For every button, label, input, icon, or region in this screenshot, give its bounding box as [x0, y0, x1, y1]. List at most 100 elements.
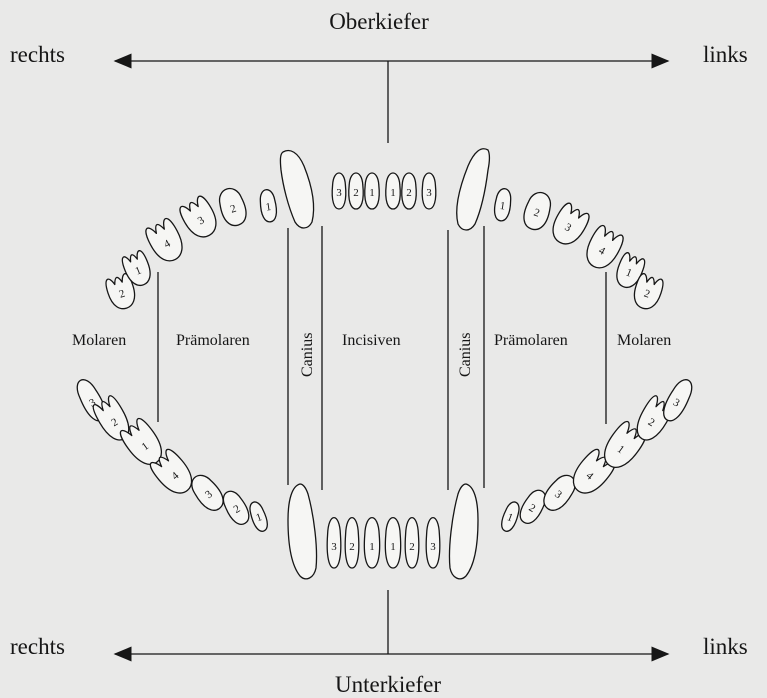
lower-incisor-6-outline — [425, 516, 441, 569]
premolars-label-left: Prämolaren — [176, 332, 250, 349]
upper-right-tooth-5-number: 1 — [624, 266, 634, 279]
upper-incisor-1: 3 — [331, 172, 347, 210]
lower-right-tooth-5-number: 1 — [615, 443, 627, 456]
upper-canine-left — [279, 149, 315, 229]
lower-left-tooth-3-number: 1 — [140, 440, 152, 453]
upper-incisor-1-number: 3 — [336, 187, 342, 199]
upper-incisor-2-number: 2 — [353, 187, 359, 199]
lower-left-tooth-1-number: 3 — [87, 396, 98, 409]
lower-right-tooth-1-outline — [501, 501, 520, 532]
upper-right-tooth-1-number: 1 — [499, 200, 506, 213]
lower-incisor-4: 1 — [384, 516, 402, 569]
lower-right-tooth-7: 3 — [663, 379, 693, 422]
lower-left-tooth-6-outline — [222, 490, 250, 525]
upper-incisor-6: 3 — [421, 172, 437, 210]
upper-left-tooth-1: 2 — [105, 273, 136, 310]
lower-canine-right — [448, 483, 479, 580]
left-side-label-top: links — [703, 42, 748, 67]
upper-left-tooth-2-number: 1 — [133, 264, 143, 277]
lower-left-tooth-6-number: 2 — [232, 503, 243, 516]
lower-incisor-1-outline — [326, 516, 342, 569]
upper-right-tooth-3-number: 3 — [562, 221, 573, 234]
upper-right-tooth-6-outline — [633, 273, 664, 310]
upper-right-tooth-1: 1 — [493, 188, 512, 222]
premolars-label-right: Prämolaren — [494, 332, 568, 349]
lower-right-tooth-2-outline — [519, 489, 547, 524]
upper-incisor-3: 1 — [364, 172, 380, 210]
upper-right-tooth-4-number: 4 — [597, 245, 608, 258]
upper-incisor-6-number: 3 — [426, 187, 432, 199]
upper-incisor-4-outline — [385, 172, 401, 210]
lower-incisor-2: 2 — [344, 516, 360, 569]
lower-left-tooth-6: 2 — [222, 490, 250, 525]
lower-left-tooth-7: 1 — [249, 501, 268, 532]
upper-incisor-4-number: 1 — [390, 187, 396, 199]
upper-incisor-3-outline — [364, 172, 380, 210]
upper-right-tooth-2: 2 — [523, 191, 552, 231]
molars-label-right: Molaren — [617, 332, 671, 349]
canine-label-left: Canius — [299, 333, 316, 377]
upper-left-tooth-6-outline — [259, 189, 278, 223]
upper-right-tooth-1-outline — [493, 188, 512, 222]
lower-left-tooth-7-outline — [249, 501, 268, 532]
lower-right-tooth-1: 1 — [501, 501, 520, 532]
lower-right-tooth-7-number: 3 — [671, 396, 682, 409]
upper-incisor-2: 2 — [348, 172, 364, 210]
upper-left-tooth-3-number: 4 — [162, 237, 173, 250]
upper-canine-right — [456, 148, 491, 231]
upper-left-tooth-2: 1 — [121, 250, 151, 286]
lower-left-tooth-4: 4 — [149, 448, 193, 494]
right-side-label-top: rechts — [10, 42, 65, 67]
upper-left-tooth-3-outline — [145, 217, 183, 262]
lower-canine-left — [287, 483, 318, 580]
top-title: Oberkiefer — [329, 9, 429, 34]
lower-left-tooth-5-outline — [191, 474, 224, 511]
lower-right-tooth-1-number: 1 — [505, 511, 514, 524]
upper-left-tooth-6-number: 1 — [265, 201, 272, 214]
lower-left-tooth-7-number: 1 — [254, 511, 263, 524]
upper-right-tooth-5-outline — [616, 252, 646, 288]
upper-right-tooth-3: 3 — [552, 202, 590, 245]
upper-left-tooth-1-outline — [105, 273, 136, 310]
right-side-label-bottom: rechts — [10, 634, 65, 659]
upper-left-tooth-5-number: 2 — [229, 203, 238, 216]
upper-incisor-5-number: 2 — [406, 187, 412, 199]
lower-incisor-4-number: 1 — [390, 541, 396, 553]
upper-left-tooth-3: 4 — [145, 217, 183, 262]
upper-left-tooth-4-number: 3 — [196, 214, 207, 227]
upper-incisor-3-number: 1 — [369, 187, 375, 199]
lower-incisor-2-number: 2 — [349, 541, 355, 553]
upper-right-tooth-2-outline — [523, 191, 552, 231]
upper-left-tooth-2-outline — [121, 250, 151, 286]
upper-left-tooth-6: 1 — [259, 189, 278, 223]
left-side-label-bottom: links — [703, 634, 748, 659]
lower-right-tooth-2: 2 — [519, 489, 547, 524]
upper-right-tooth-6-number: 2 — [643, 288, 652, 301]
lower-left-tooth-4-outline — [149, 448, 193, 494]
upper-incisor-1-outline — [331, 172, 347, 210]
upper-right-tooth-2-number: 2 — [532, 207, 541, 220]
bottom-title: Unterkiefer — [335, 672, 441, 697]
lower-incisor-3: 1 — [363, 516, 381, 569]
lower-left-tooth-5: 3 — [191, 474, 224, 511]
upper-left-tooth-1-number: 2 — [118, 288, 127, 301]
lower-right-tooth-7-outline — [663, 379, 693, 422]
lower-incisor-6-number: 3 — [430, 541, 436, 553]
upper-incisor-6-outline — [421, 172, 437, 210]
canine-label-right: Canius — [457, 333, 474, 377]
upper-right-tooth-4-outline — [586, 224, 624, 269]
incisors-label: Incisiven — [342, 332, 401, 349]
lower-incisor-5-outline — [404, 516, 420, 569]
upper-right-tooth-4: 4 — [586, 224, 624, 269]
upper-right-tooth-3-outline — [552, 202, 590, 245]
upper-right-tooth-6: 2 — [633, 273, 664, 310]
lower-incisor-6: 3 — [425, 516, 441, 569]
upper-incisor-5-outline — [401, 172, 417, 210]
lower-incisor-2-outline — [344, 516, 360, 569]
lower-left-tooth-2-number: 2 — [109, 416, 120, 429]
molars-label-left: Molaren — [72, 332, 126, 349]
